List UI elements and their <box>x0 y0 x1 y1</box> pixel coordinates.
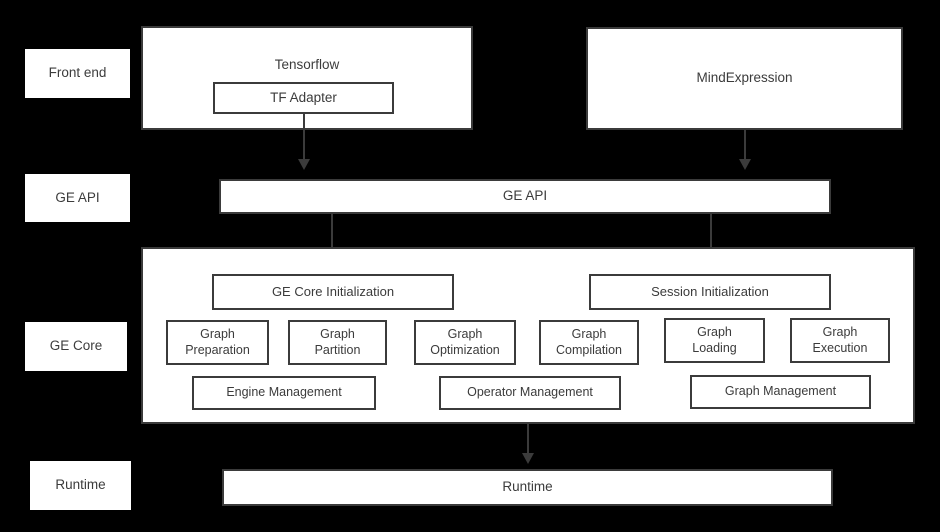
graph-execution-box[interactable]: Graph Execution <box>790 318 890 363</box>
ge-api-bar[interactable]: GE API <box>219 179 831 214</box>
mindexpression-label: MindExpression <box>696 70 793 86</box>
operator-management-box[interactable]: Operator Management <box>439 376 621 410</box>
stage-label-ge-core-text: GE Core <box>49 338 103 354</box>
graph-execution-label: Graph Execution <box>812 324 868 355</box>
graph-compilation-box[interactable]: Graph Compilation <box>539 320 639 365</box>
graph-compilation-label: Graph Compilation <box>555 326 622 357</box>
graph-optimization-box[interactable]: Graph Optimization <box>414 320 516 365</box>
stage-label-ge-core: GE Core <box>25 322 127 371</box>
stage-label-front-end-text: Front end <box>48 65 107 81</box>
arrow-line-ge-api-to-session-init <box>710 214 712 258</box>
engine-management-label: Engine Management <box>226 385 342 400</box>
operator-management-label: Operator Management <box>467 385 593 400</box>
arrow-head-mindexpression-to-ge-api <box>739 159 751 170</box>
graph-management-label: Graph Management <box>724 384 837 399</box>
graph-preparation-box[interactable]: Graph Preparation <box>166 320 269 365</box>
ge-api-label: GE API <box>502 188 548 204</box>
tf-adapter-label: TF Adapter <box>270 89 337 105</box>
mindexpression-box[interactable]: MindExpression <box>586 27 903 130</box>
stage-label-front-end: Front end <box>25 49 130 98</box>
arrow-line-ge-api-to-core-init <box>331 214 333 258</box>
runtime-label: Runtime <box>502 479 553 495</box>
tf-adapter-box[interactable]: TF Adapter <box>213 82 394 114</box>
graph-preparation-label: Graph Preparation <box>185 326 250 357</box>
stage-label-runtime: Runtime <box>30 461 131 510</box>
stage-label-ge-api: GE API <box>25 174 130 222</box>
stage-label-runtime-text: Runtime <box>55 477 106 493</box>
ge-core-initialization-box[interactable]: GE Core Initialization <box>212 274 454 310</box>
session-initialization-box[interactable]: Session Initialization <box>589 274 831 310</box>
graph-partition-label: Graph Partition <box>314 326 361 357</box>
arrow-head-ge-core-to-runtime <box>522 453 534 464</box>
arrow-line-ge-core-to-runtime <box>527 424 529 457</box>
graph-loading-label: Graph Loading <box>692 324 737 355</box>
runtime-bar[interactable]: Runtime <box>222 469 833 506</box>
tensorflow-title: Tensorflow <box>274 57 340 72</box>
session-initialization-label: Session Initialization <box>651 283 769 299</box>
graph-loading-box[interactable]: Graph Loading <box>664 318 765 363</box>
graph-management-box[interactable]: Graph Management <box>690 375 871 409</box>
ge-core-initialization-label: GE Core Initialization <box>271 283 395 299</box>
frontend-frame-tensorflow[interactable]: Tensorflow <box>141 26 473 130</box>
arrow-line-tf-adapter-to-ge-api <box>303 114 305 163</box>
engine-management-box[interactable]: Engine Management <box>192 376 376 410</box>
arrow-head-tf-adapter-to-ge-api <box>298 159 310 170</box>
stage-label-ge-api-text: GE API <box>55 189 100 205</box>
arrow-line-mindexpression-to-ge-api <box>744 130 746 163</box>
graph-partition-box[interactable]: Graph Partition <box>288 320 387 365</box>
graph-optimization-label: Graph Optimization <box>430 326 500 357</box>
